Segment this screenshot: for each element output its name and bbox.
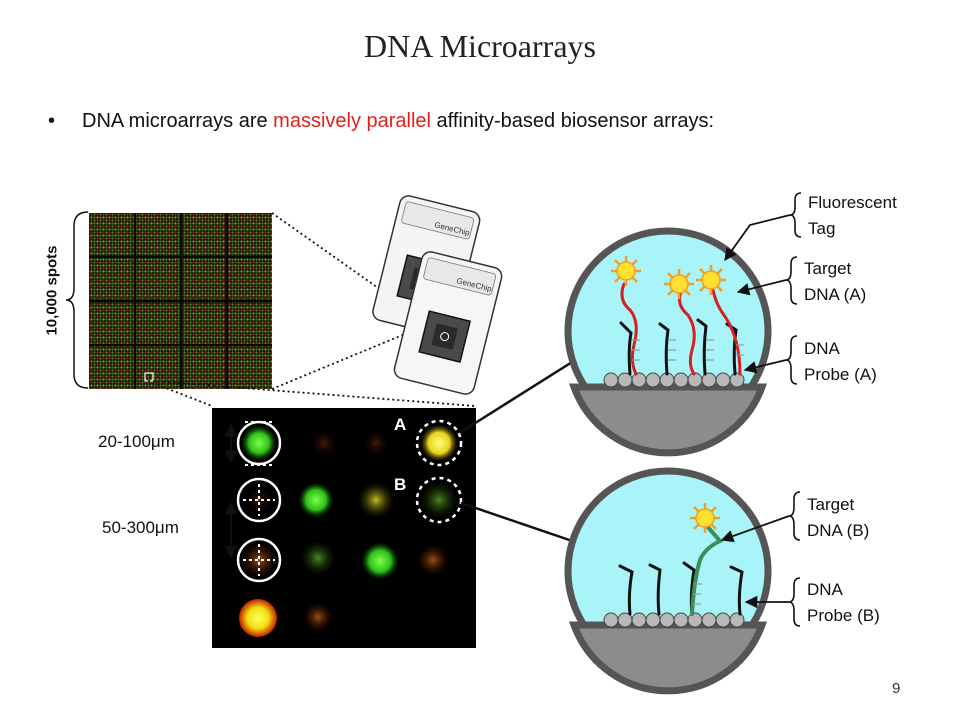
- label-line: Fluorescent: [808, 193, 897, 212]
- connector-lines: [460, 350, 589, 547]
- hybridization-well-a: [564, 227, 772, 457]
- bullet-dot: •: [48, 110, 56, 132]
- bullet-text: •DNA microarrays are massively parallel …: [48, 110, 714, 133]
- microarray-image: [89, 213, 272, 389]
- spot-size-label: 20-100μm: [98, 432, 175, 451]
- label-line: DNA: [807, 580, 843, 599]
- spot-zoom-panel: [212, 408, 476, 648]
- bullet-text-start: DNA microarrays are: [82, 110, 274, 132]
- label-line: Tag: [808, 219, 836, 238]
- label-line: Target: [807, 495, 855, 514]
- label-line: Probe (B): [807, 606, 880, 625]
- label-line: Probe (A): [804, 365, 877, 384]
- label-line: DNA (B): [807, 521, 870, 540]
- spots-count-label: 10,000 spots: [43, 245, 61, 336]
- target-dna-a-label: Target DNA (A): [804, 256, 866, 308]
- bullet-highlight: massively parallel: [273, 110, 431, 132]
- bullet-text-end: affinity-based biosensor arrays:: [431, 110, 715, 132]
- target-dna-b-label: Target DNA (B): [807, 492, 869, 544]
- spot-b-label: B: [394, 475, 407, 494]
- label-braces: [785, 192, 802, 627]
- label-arrows: [720, 214, 791, 609]
- page-number: 9: [892, 680, 901, 697]
- hybridization-well-b: [564, 467, 772, 695]
- spots-brace: [65, 211, 89, 389]
- dna-probe-b-label: DNA Probe (B): [807, 577, 880, 629]
- zoom-lines: [147, 212, 476, 407]
- slide-title: DNA Microarrays: [364, 28, 596, 64]
- label-line: DNA: [804, 339, 840, 358]
- spot-a-label: A: [394, 415, 407, 434]
- label-line: DNA (A): [804, 285, 867, 304]
- fluorescent-tag-label: Fluorescent Tag: [808, 190, 897, 242]
- spot-pitch-label: 50-300μm: [102, 518, 179, 537]
- label-line: Target: [804, 259, 852, 278]
- dna-probe-a-label: DNA Probe (A): [804, 336, 877, 388]
- genechip-cartridges: GeneChip GeneChip: [372, 195, 503, 395]
